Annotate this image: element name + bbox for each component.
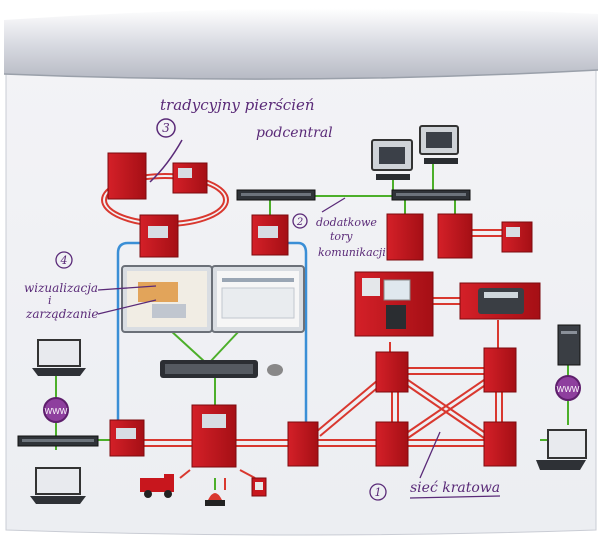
laptop-bottom-right bbox=[536, 429, 587, 470]
fire-panel-right-1 bbox=[386, 213, 424, 261]
annotation-vis-line1: wizualizacja bbox=[24, 281, 98, 295]
annotation-ring-line1: tradycyjny pierścień bbox=[160, 96, 315, 114]
fire-panel-right-2 bbox=[437, 213, 473, 259]
annotation-visualization: 4 wizualizacja i zarządzanie bbox=[24, 251, 157, 321]
mesh-links bbox=[143, 229, 503, 490]
fire-truck-icon bbox=[140, 474, 174, 498]
www-globe-right-icon: WWW bbox=[555, 375, 581, 401]
alarm-beacon-icon bbox=[205, 493, 225, 506]
network-switch-left bbox=[17, 435, 99, 447]
annotation-n1: 1 bbox=[375, 486, 382, 499]
network-switch-top bbox=[236, 189, 316, 201]
fire-panel-small bbox=[172, 162, 208, 194]
workstation-monitor-2 bbox=[419, 125, 459, 164]
annotation-mesh: 1 sieć kratowa bbox=[369, 431, 500, 501]
laptop-bottom-left bbox=[30, 467, 86, 504]
laptop-top-left bbox=[32, 339, 86, 376]
blue-loop bbox=[116, 241, 308, 425]
visualization-monitor-left bbox=[121, 265, 213, 333]
mesh-node-left bbox=[287, 421, 319, 467]
www-right-label: WWW bbox=[557, 385, 580, 394]
annotation-extra: 2 dodatkowe tory komunikacji bbox=[292, 197, 386, 259]
www-left-label: WWW bbox=[45, 407, 68, 416]
www-globe-left-icon: WWW bbox=[43, 397, 69, 423]
annotation-n3: 3 bbox=[162, 121, 170, 135]
annotation-vis-line2: i bbox=[48, 294, 52, 307]
mesh-node-bl bbox=[375, 421, 409, 467]
mesh-node-tr bbox=[483, 347, 517, 393]
fire-panel-right-3 bbox=[501, 221, 533, 253]
mesh-node-br bbox=[483, 421, 517, 467]
annotation-n4: 4 bbox=[60, 254, 68, 267]
keyboard-icon bbox=[160, 360, 283, 378]
fire-panel-bottom-main bbox=[191, 404, 237, 468]
control-panel-display bbox=[354, 271, 434, 337]
annotation-extra-line1: dodatkowe bbox=[316, 216, 377, 229]
fire-panel-ring-bottom bbox=[139, 214, 179, 258]
annotation-mesh-label: sieć kratowa bbox=[410, 480, 500, 496]
annotation-extra-line2: tory bbox=[330, 230, 353, 243]
fire-panel-bottom-left bbox=[109, 419, 145, 457]
server-tower-icon bbox=[557, 324, 581, 366]
annotation-extra-line3: komunikacji bbox=[318, 246, 386, 259]
fire-panel-cabinet bbox=[107, 152, 147, 200]
annotation-n2: 2 bbox=[296, 217, 303, 228]
annotation-ring-line2: podcentral bbox=[256, 125, 333, 141]
mesh-node-tl bbox=[375, 351, 409, 393]
workstation-monitor-1 bbox=[371, 139, 413, 180]
visualization-monitor-right bbox=[211, 265, 305, 333]
fire-panel-top-center bbox=[251, 214, 289, 256]
annotation-vis-line3: zarządzanie bbox=[25, 307, 99, 321]
control-panel-keypad bbox=[459, 282, 541, 320]
paper-roll bbox=[4, 8, 598, 80]
manual-call-point-icon bbox=[251, 477, 267, 497]
annotation-ring: 3 tradycyjny pierścień podcentral bbox=[149, 96, 333, 183]
network-switch-right bbox=[391, 189, 471, 201]
